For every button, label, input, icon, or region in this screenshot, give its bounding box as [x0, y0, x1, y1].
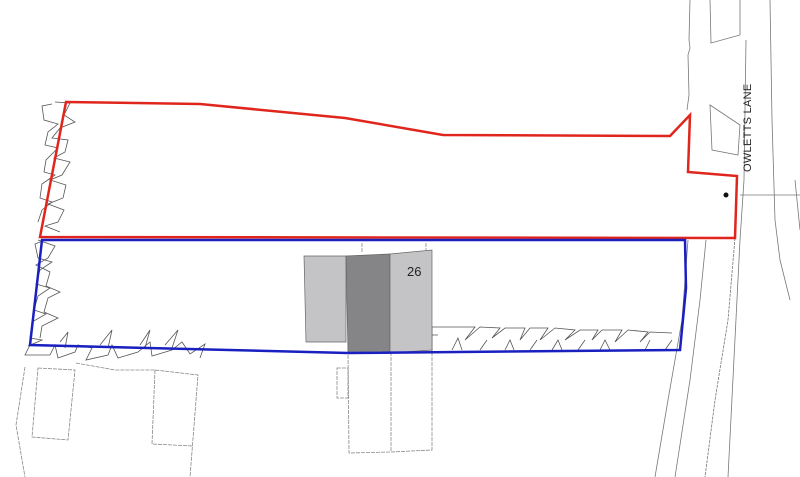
red-line-site-boundary [38, 100, 739, 240]
point-marker [723, 192, 729, 198]
house-number-label: 26 [407, 264, 422, 279]
blue-line-ownership-boundary [28, 238, 688, 355]
hedgerow-bottom [24, 329, 206, 361]
house-26-building [303, 249, 433, 354]
hedgerow-right [431, 326, 673, 352]
road-name-label: OWLETTS LANE [742, 83, 754, 172]
